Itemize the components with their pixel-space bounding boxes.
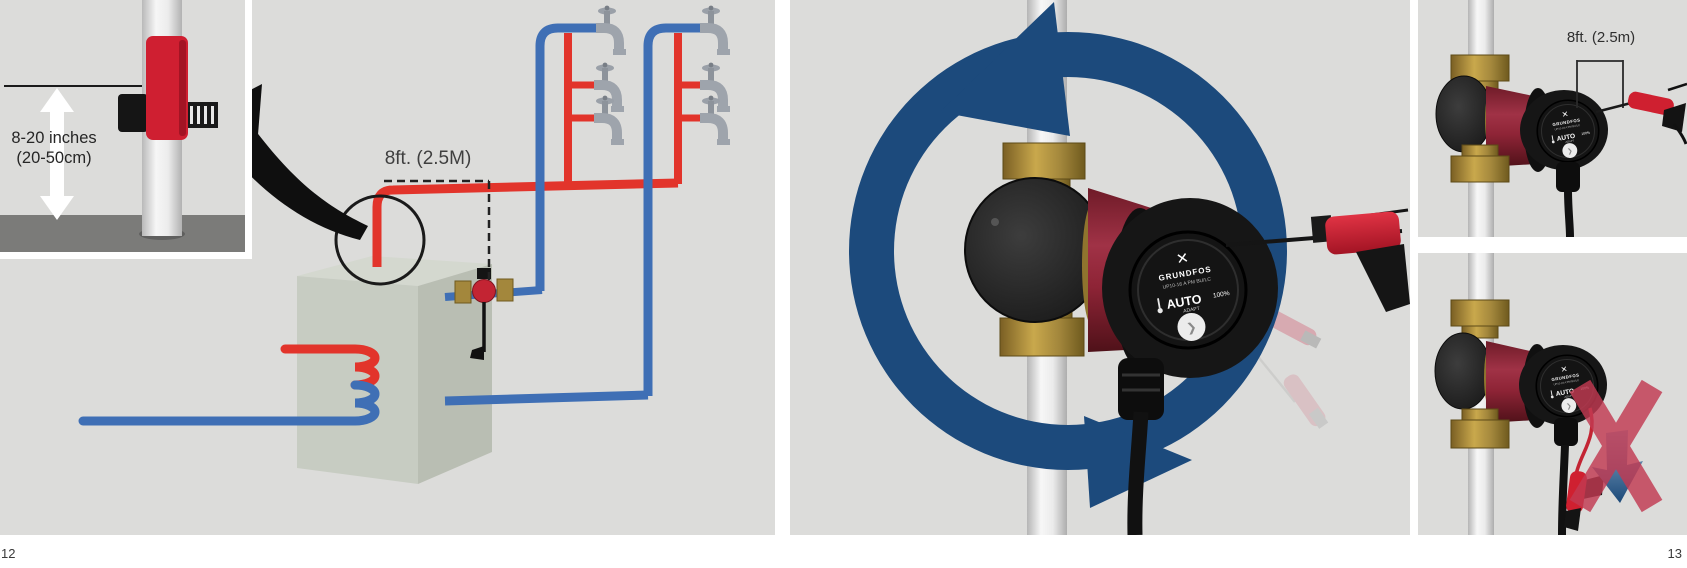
power-cable [1118,358,1164,535]
hot-water-pipe [372,33,702,267]
distance-label: 8ft. (2.5m) [1567,29,1635,46]
power-cable [1554,418,1578,535]
union-nut [1002,142,1086,180]
pump-rotation-panel: ✕ GRUNDFOS UP10-16 A PM BU/LC AUTO ADAPT… [790,0,1410,535]
page-number-right: 13 [1667,546,1682,561]
union-nut [1450,299,1510,327]
heat-exchanger-coil [78,344,380,426]
pump-flange [1435,75,1493,153]
installation-diagram-panel: 8ft. (2.5M) [0,0,775,535]
height-label-line1: 8-20 inches [11,129,96,147]
temperature-sensor [118,36,218,140]
cold-water-pipe [444,390,649,406]
comfort-valve [454,268,514,360]
cold-water-pipe [535,23,702,396]
union-nut [999,317,1085,357]
inset-divider [245,0,252,259]
measurement-arrow-icon [40,88,74,220]
water-heater [297,256,492,484]
prohibition-x-icon [1569,379,1663,513]
dimension-bracket [1576,60,1624,108]
sensor-distance-panel: 8ft. (2.5m) [1418,0,1687,237]
sensor-height-inset: 8-20 inches (20-50cm) [0,0,245,252]
circulation-pump [1435,54,1608,237]
union-nut [1450,419,1510,449]
page-number-left: 12 [1,546,16,561]
floor [0,215,245,252]
plumbing-schematic: 8ft. (2.5M) [78,0,775,484]
height-label-line2: (20-50cm) [16,149,91,167]
inset-divider [0,252,252,259]
sensor-orientation-warning-panel [1418,253,1687,535]
temperature-sensor [1225,208,1410,312]
pump-flange [1434,332,1492,410]
temperature-sensor [1595,82,1687,145]
union-nut [1450,155,1510,183]
power-cable [1556,162,1580,237]
dashed-measurement-line [384,179,491,284]
distance-label: 8ft. (2.5M) [385,148,472,169]
highlight-circle [334,194,426,286]
